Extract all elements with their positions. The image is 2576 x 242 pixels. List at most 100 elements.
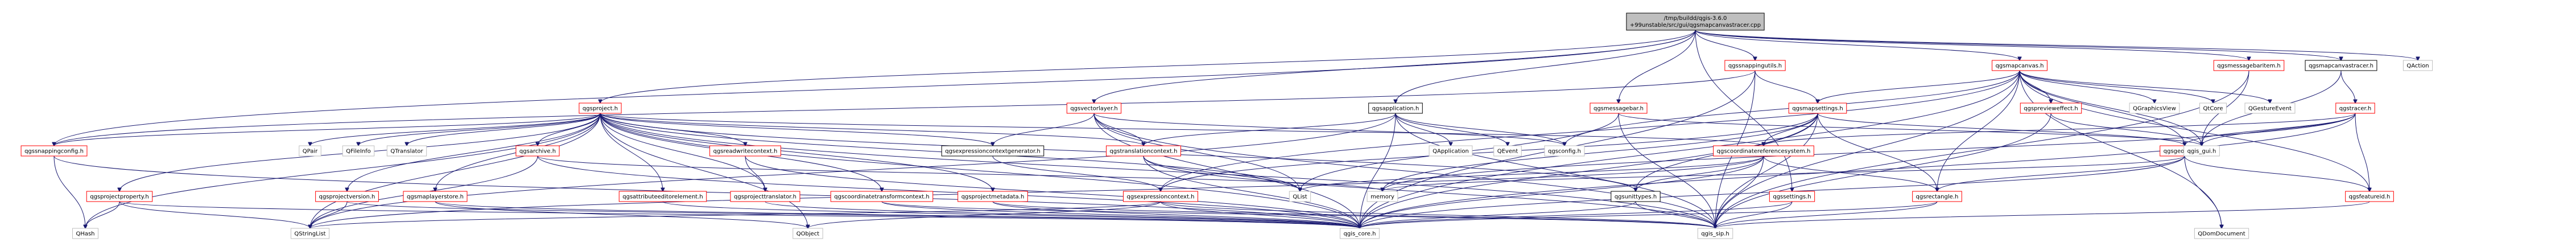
node-label: qgsvectorlayer.h	[1070, 106, 1117, 112]
edge-root-to-qgsproject_h	[600, 30, 1696, 103]
edge-qgsprojectproperty_h-to-qstringlist	[119, 201, 310, 228]
node-box	[830, 191, 934, 202]
node-box	[618, 191, 707, 202]
edge-qgsapplication_h-to-qgstranslationcontext_h	[1143, 113, 1396, 146]
node-box	[1611, 191, 1661, 202]
node-label: qgssnappingconfig.h	[24, 149, 84, 155]
edge-qgsvectorlayer_h-to-qgsexpressioncontextgenerator_h	[993, 113, 1095, 146]
edge-qgsproject_h-to-qgsarchive_h	[538, 113, 601, 146]
edge-qgsgeometry_h-to-memory	[1382, 155, 2185, 191]
edge-qgsproject_h-to-qgsprojectmetadata_h	[600, 113, 993, 191]
edge-qgsunittypes_h-to-qgis_sip_h	[1635, 201, 1715, 228]
edge-qgsproject_h-to-qhash	[85, 113, 601, 228]
node-label: qgsprojectproperty.h	[90, 194, 149, 200]
edge-qgsmapcanvas_h-to-qgsrectangle_h	[1937, 70, 2020, 191]
node-box	[386, 145, 427, 157]
node-box	[2305, 60, 2377, 71]
root-file-node: /tmp/buildd/qgis-3.6.0+99unstable/src/gu…	[1626, 13, 1765, 31]
node-qgsproject-h[interactable]: qgsproject.h	[579, 102, 622, 114]
edge-qgsproject_h-to-qgscoordinatereferencesystem_h	[600, 113, 1764, 146]
node-qgsvectorlayer-h[interactable]: qgsvectorlayer.h	[1066, 102, 1122, 114]
node-qfileinfo: QFileInfo	[342, 145, 375, 157]
node-box	[20, 145, 88, 157]
edge-layer	[54, 30, 2418, 228]
node-qgsexpressioncontextgenerator-h[interactable]: qgsexpressioncontextgenerator.h	[941, 145, 1045, 157]
edge-qgsmessagebar_h-to-qgis_gui_h	[1618, 113, 2202, 146]
node-qtranslator: QTranslator	[386, 145, 427, 157]
edge-qgstracer_h-to-qgscoordinatereferencesystem_h	[1764, 113, 2356, 146]
edge-qgssettings_h-to-qgis_sip_h	[1715, 201, 1793, 228]
node-box	[1992, 60, 2047, 71]
node-qgsexpressioncontext-h[interactable]: qgsexpressioncontext.h	[1122, 191, 1199, 202]
node-qgstracer-h[interactable]: qgstracer.h	[2335, 102, 2375, 114]
edge-qgsreadwritecontext_h-to-qgsprojecttranslator_h	[745, 155, 765, 191]
edge-qgsrectangle_h-to-qgis_sip_h	[1715, 201, 1938, 228]
node-label: qgsmapsettings.h	[1792, 106, 1843, 112]
node-qgsprojectmetadata-h[interactable]: qgsprojectmetadata.h	[957, 191, 1028, 202]
node-box	[2335, 102, 2375, 114]
node-qgsreadwritecontext-h[interactable]: qgsreadwritecontext.h	[709, 145, 781, 157]
edge-qgsproject_h-to-qpair	[310, 113, 601, 146]
node-qgspreviewseffect-h[interactable]: qgspreviewеffect.h	[2020, 102, 2082, 114]
node-label: qgsprojectmetadata.h	[961, 194, 1025, 200]
node-qgsmaplayerstore-h[interactable]: qgsmaplayerstore.h	[403, 191, 468, 202]
node-qapplication: QApplication	[1429, 145, 1473, 157]
node-qgsmessagebar-h[interactable]: qgsmessagebar.h	[1590, 102, 1648, 114]
edge-qgsrectangle_h-to-qgis_core_h	[1360, 201, 1938, 228]
node-box	[1713, 145, 1814, 157]
node-label: QList	[1293, 194, 1307, 200]
node-box	[792, 228, 823, 239]
node-qgsmapsettings-h[interactable]: qgsmapsettings.h	[1788, 102, 1847, 114]
node-label: qgsunittypes.h	[1615, 194, 1657, 200]
node-label: qgsreadwritecontext.h	[713, 149, 778, 155]
node-qaction: QAction	[2402, 60, 2433, 71]
node-qgstranslationcontext-h[interactable]: qgstranslationcontext.h	[1106, 145, 1181, 157]
node-box	[2213, 60, 2285, 71]
node-qgsprojectproperty-h[interactable]: qgsprojectproperty.h	[86, 191, 153, 202]
node-box	[72, 228, 99, 239]
node-qgscoordinatetransformcontext-h[interactable]: qgscoordinatetransformcontext.h	[830, 191, 934, 202]
node-qgsunittypes-h[interactable]: qgsunittypes.h	[1611, 191, 1661, 202]
edge-qgspreviewseffect_h-to-qgis_sip_h	[1715, 113, 2051, 228]
edge-qgsprojectmetadata_h-to-qgis_sip_h	[992, 201, 1715, 228]
edge-qgsapplication_h-to-qapplication	[1395, 113, 1451, 146]
node-label: qgsarchive.h	[519, 149, 556, 155]
edge-qgstranslationcontext_h-to-qlist	[1143, 155, 1300, 191]
edge-qgsmapcanvas_h-to-qgraphicsview	[2019, 70, 2154, 103]
edge-qgssettings_h-to-qgis_core_h	[1360, 201, 1793, 228]
edge-root-to-qgsmapcanvas_h	[1695, 30, 2020, 60]
root-node-label: /tmp/buildd/qgis-3.6.0	[1664, 15, 1727, 22]
node-box	[2194, 228, 2249, 239]
node-label: qgsfeatureid.h	[2349, 194, 2391, 200]
node-label: QDomDocument	[2198, 231, 2245, 237]
node-qgsprojectversion-h[interactable]: qgsprojectversion.h	[315, 191, 379, 202]
edge-qgsmapcanvas_h-to-qgestureevent	[2019, 70, 2270, 103]
node-box	[1912, 191, 1962, 202]
node-qgssettings-h[interactable]: qgssettings.h	[1769, 191, 1815, 202]
node-box	[1429, 145, 1473, 157]
edge-root-to-qgsmessagebar_h	[1619, 30, 1696, 103]
node-qgsapplication-h[interactable]: qgsapplication.h	[1368, 102, 1423, 114]
node-qgsfeatureid-h[interactable]: qgsfeatureid.h	[2345, 191, 2394, 202]
node-qgssnappingconfig-h[interactable]: qgssnappingconfig.h	[20, 145, 88, 157]
node-label: qgis_gui.h	[2187, 149, 2216, 155]
edge-qgsmapcanvas_h-to-qgsfeatureid_h	[2019, 70, 2369, 191]
edge-qgsproject_h-to-qobject	[600, 113, 808, 228]
edge-root-to-qgsmapcanvastracer_h	[1695, 30, 2341, 60]
edge-root-to-qaction	[1695, 30, 2418, 60]
node-qgsmessagebaritem-h[interactable]: qgsmessagebaritem.h	[2213, 60, 2285, 71]
node-qgsrectangle-h[interactable]: qgsrectangle.h	[1912, 191, 1962, 202]
node-qgssnappingutils-h[interactable]: qgssnappingutils.h	[1724, 60, 1786, 71]
node-qgsattributeeditorelement-h[interactable]: qgsattributeeditorelement.h	[618, 191, 707, 202]
node-qgsprojecttranslator-h[interactable]: qgsprojecttranslator.h	[730, 191, 800, 202]
edge-qgsexpressioncontext_h-to-qobject	[808, 201, 1161, 228]
edge-qgscoordinatereferencesystem_h-to-qgis_core_h	[1360, 155, 1764, 228]
node-qgscoordinatereferencesystem-h[interactable]: qgscoordinatereferencesystem.h	[1713, 145, 1814, 157]
edge-qgsgeometry_h-to-qdomdocument	[2184, 155, 2222, 228]
node-label: QAction	[2406, 63, 2429, 69]
node-label: qgsmapcanvastracer.h	[2309, 63, 2373, 69]
node-qgsmapcanvas-h[interactable]: qgsmapcanvas.h	[1992, 60, 2047, 71]
edge-qgsprojectproperty_h-to-qhash	[85, 201, 120, 228]
node-qgsarchive-h[interactable]: qgsarchive.h	[515, 145, 560, 157]
node-qgsmapcanvastracer-h[interactable]: qgsmapcanvastracer.h	[2305, 60, 2377, 71]
